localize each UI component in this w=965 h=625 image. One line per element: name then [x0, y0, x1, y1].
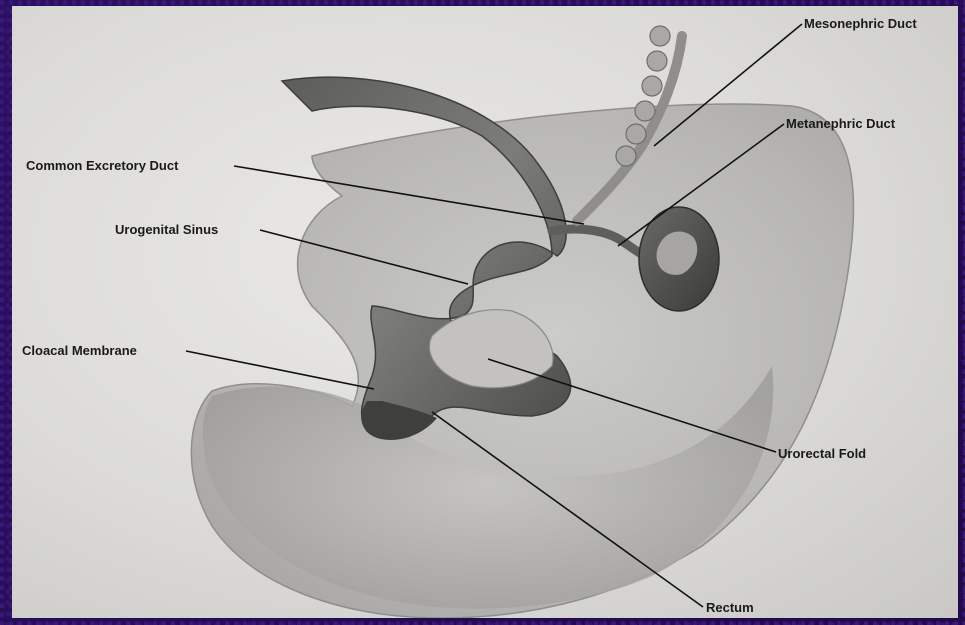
label-common-excretory-duct: Common Excretory Duct — [26, 158, 179, 173]
slide-panel: Mesonephric Duct Metanephric Duct Common… — [12, 6, 958, 618]
label-cloacal-membrane: Cloacal Membrane — [22, 343, 137, 358]
label-metanephric-duct: Metanephric Duct — [786, 116, 896, 131]
label-mesonephric-duct: Mesonephric Duct — [804, 16, 917, 31]
label-urorectal-fold: Urorectal Fold — [778, 446, 866, 461]
label-rectum: Rectum — [706, 600, 754, 615]
label-urogenital-sinus: Urogenital Sinus — [115, 222, 218, 237]
leader-cloacal-membrane — [186, 351, 374, 389]
embryo-cloaca-diagram: Mesonephric Duct Metanephric Duct Common… — [12, 6, 958, 618]
